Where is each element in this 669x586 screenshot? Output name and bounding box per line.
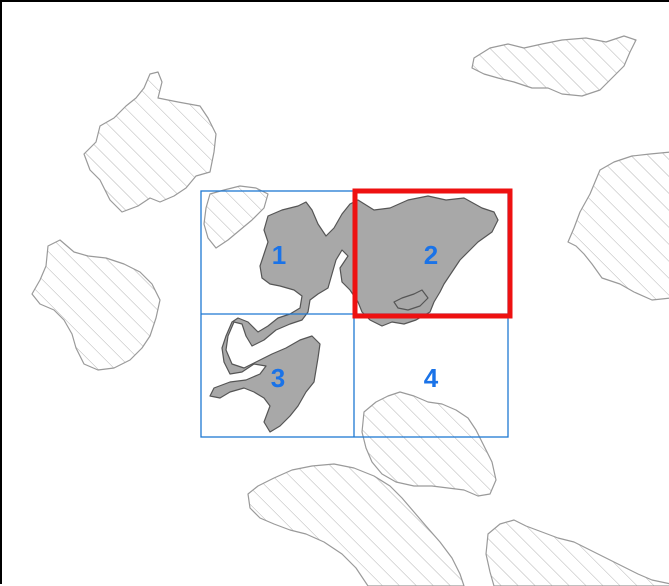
hatched-island	[31, 239, 161, 371]
background-islands	[31, 35, 669, 586]
hatched-island	[471, 35, 637, 97]
hatched-island	[203, 185, 269, 249]
grid-cell-label: 2	[424, 240, 438, 270]
hatched-island	[361, 391, 497, 497]
grid-cell-label: 3	[271, 363, 285, 393]
grid-cell-label: 1	[272, 240, 286, 270]
focus-landmass	[209, 195, 499, 433]
hatched-island	[83, 71, 217, 213]
hatched-island	[485, 519, 669, 586]
grid-cells: 1 2 3 4	[271, 240, 439, 393]
grid-cell-label: 4	[424, 363, 439, 393]
hatched-island	[567, 151, 669, 301]
selected-cell-highlight	[352, 188, 513, 319]
hatched-island	[247, 463, 465, 586]
